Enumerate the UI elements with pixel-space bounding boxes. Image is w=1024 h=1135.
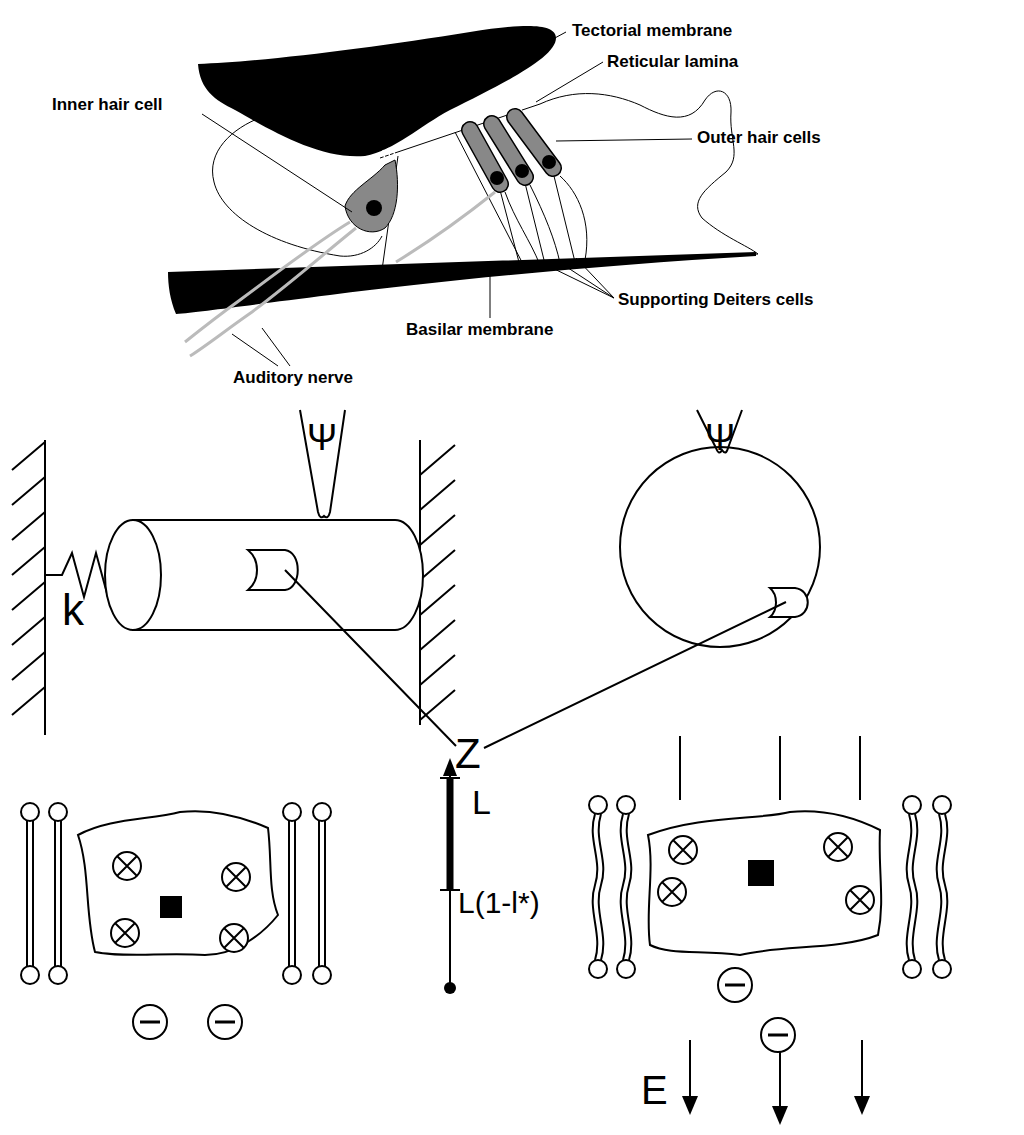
structure-label: Outer hair cells bbox=[697, 129, 821, 146]
lipid-head bbox=[21, 803, 39, 821]
length-ticks bbox=[440, 778, 460, 890]
lipid-head bbox=[933, 796, 951, 814]
field-arrowheads bbox=[682, 1096, 870, 1125]
lipid-head bbox=[313, 966, 331, 984]
lipid-head bbox=[283, 966, 301, 984]
charges bbox=[718, 968, 795, 1052]
protein-core bbox=[160, 896, 182, 918]
deiters-cells bbox=[500, 172, 575, 266]
spring-constant: k bbox=[62, 588, 84, 632]
membrane-protein bbox=[78, 811, 278, 955]
charge-signs bbox=[140, 1021, 235, 1024]
lipid-head bbox=[21, 966, 39, 984]
fixed-wall bbox=[44, 440, 46, 735]
channel-symbol bbox=[770, 588, 808, 617]
protein-core bbox=[748, 860, 774, 886]
cylinder-body bbox=[133, 520, 423, 630]
hensen-cells-outline bbox=[540, 91, 758, 260]
wall-hatching bbox=[420, 445, 455, 720]
inner-hair-cell bbox=[345, 160, 398, 232]
pointer-lines bbox=[285, 570, 786, 748]
lipid-heads bbox=[21, 803, 331, 984]
dipole-symbols bbox=[658, 833, 874, 914]
structure-label: Auditory nerve bbox=[233, 369, 353, 386]
lipid-head bbox=[49, 803, 67, 821]
charge-signs bbox=[725, 985, 788, 1035]
lipid-head bbox=[589, 796, 607, 814]
axis-arrowhead bbox=[443, 758, 457, 776]
lipid-head bbox=[903, 796, 921, 814]
cell-nucleus bbox=[366, 200, 382, 216]
wall-hatching bbox=[12, 442, 45, 715]
microelectrode bbox=[300, 410, 345, 517]
leader-lines bbox=[202, 32, 692, 366]
potential-symbol: Ψ bbox=[307, 420, 337, 456]
structure-label: Inner hair cell bbox=[52, 96, 163, 113]
length-bar bbox=[447, 778, 454, 890]
arrowhead bbox=[682, 1096, 698, 1115]
z-axis bbox=[449, 770, 451, 988]
field-label: E bbox=[641, 1070, 668, 1110]
cell-nucleus bbox=[515, 164, 529, 178]
structure-label: Reticular lamina bbox=[607, 53, 738, 70]
lipid-heads bbox=[589, 796, 951, 978]
arrowhead bbox=[854, 1096, 870, 1115]
lipid-head bbox=[617, 960, 635, 978]
charges bbox=[133, 1005, 242, 1039]
arrowhead bbox=[772, 1106, 788, 1125]
lipid-head bbox=[617, 796, 635, 814]
lipid-head bbox=[49, 966, 67, 984]
dipole-symbols bbox=[111, 852, 250, 952]
length-label: L(1-l*) bbox=[458, 888, 540, 918]
membrane-protein bbox=[648, 811, 881, 955]
lipid-head bbox=[283, 803, 301, 821]
lipid-head bbox=[589, 960, 607, 978]
dipole-crosses bbox=[662, 837, 870, 910]
structure-label: Basilar membrane bbox=[406, 321, 553, 338]
structure-label: Supporting Deiters cells bbox=[618, 291, 814, 308]
lipid-head bbox=[313, 803, 331, 821]
length-label: L bbox=[472, 785, 491, 819]
cell-nucleus bbox=[542, 155, 556, 169]
channel-symbol bbox=[248, 550, 298, 590]
spherical-cell bbox=[620, 447, 820, 647]
axis-origin bbox=[444, 982, 456, 994]
structure-label: Tectorial membrane bbox=[572, 22, 732, 39]
lipid-head bbox=[903, 960, 921, 978]
cylinder-end bbox=[105, 520, 161, 630]
dipole-crosses bbox=[115, 856, 246, 948]
axis-label: Z bbox=[455, 733, 481, 775]
potential-symbol: Ψ bbox=[705, 420, 735, 456]
cell-nucleus bbox=[490, 171, 504, 185]
lipid-head bbox=[933, 960, 951, 978]
